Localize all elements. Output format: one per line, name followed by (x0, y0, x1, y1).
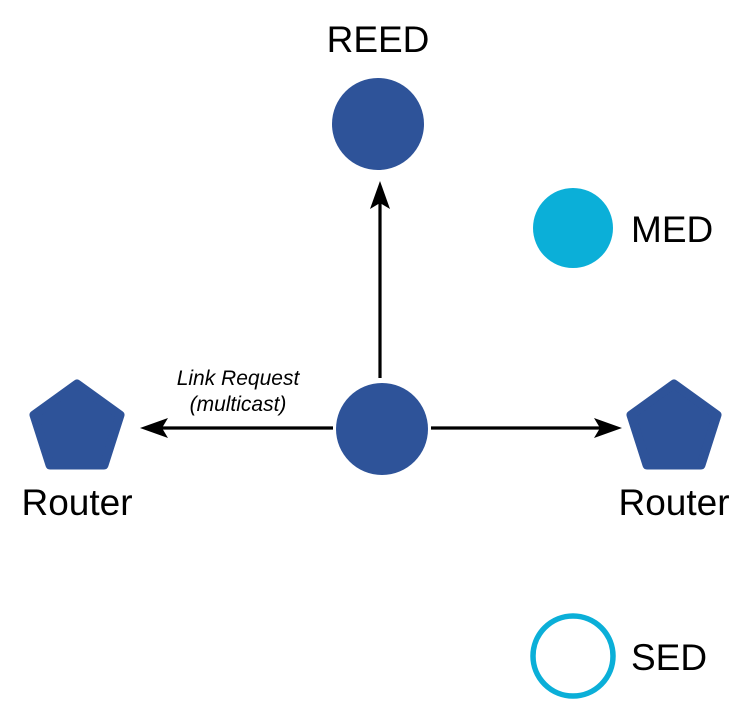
edge-center-to-router-right (431, 418, 622, 438)
arrow-head-right (594, 418, 622, 438)
link-request-label-line1: Link Request (177, 367, 301, 390)
node-med[interactable]: MED (533, 188, 713, 268)
med-circle-icon (533, 188, 613, 268)
node-center-router[interactable] (336, 383, 428, 475)
sed-circle-outline-icon (530, 613, 616, 699)
link-request-label-line2: (multicast) (190, 393, 287, 416)
edge-group (140, 181, 622, 438)
sed-label: SED (631, 637, 707, 678)
arrow-head-up (370, 181, 390, 209)
router-left-pentagon-icon (29, 379, 125, 470)
edge-center-to-reed (370, 181, 390, 378)
node-router-left[interactable]: Router (21, 379, 133, 523)
node-router-right[interactable]: Router (618, 379, 730, 523)
edge-center-to-router-left (140, 418, 333, 438)
arrow-head-left (140, 418, 168, 438)
reed-circle-icon (332, 78, 424, 170)
link-request-label: Link Request (multicast) (177, 367, 301, 416)
center-router-circle-icon (336, 383, 428, 475)
reed-label: REED (327, 19, 430, 60)
router-right-label: Router (618, 482, 729, 523)
router-left-label: Router (21, 482, 132, 523)
router-right-pentagon-icon (626, 379, 722, 470)
med-label: MED (631, 209, 713, 250)
node-reed[interactable]: REED (327, 19, 430, 170)
node-sed[interactable]: SED (530, 613, 707, 699)
